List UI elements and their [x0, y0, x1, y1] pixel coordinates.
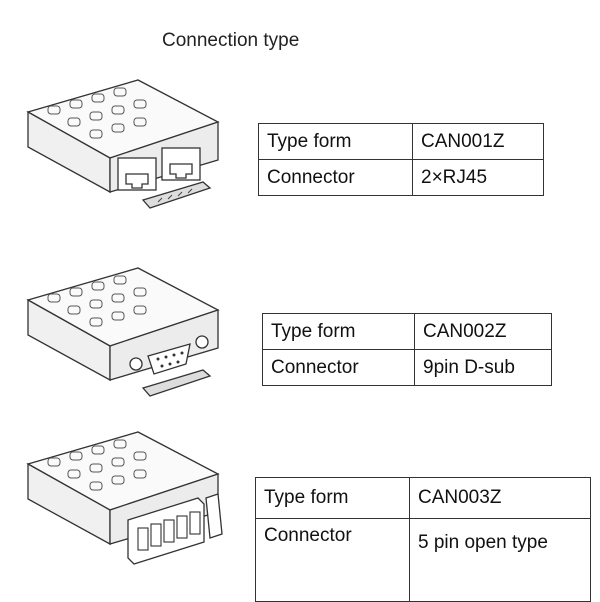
- type-form-label: Type form: [255, 477, 410, 519]
- type-form-label: Type form: [258, 123, 413, 160]
- spec-table: Type form CAN002Z Connector 9pin D-sub: [262, 313, 552, 386]
- connector-label: Connector: [262, 349, 415, 386]
- table-row: Connector 9pin D-sub: [262, 349, 552, 386]
- page-title: Connection type: [162, 30, 300, 51]
- connector-label: Connector: [258, 159, 413, 196]
- table-row: Type form CAN002Z: [262, 313, 552, 350]
- connector-value: 9pin D-sub: [414, 349, 552, 386]
- table-row: Connector 2×RJ45: [258, 159, 544, 196]
- terminal-module-icon: [18, 424, 228, 574]
- dsub-module-icon: [18, 260, 228, 410]
- connector-value: 2×RJ45: [412, 159, 544, 196]
- table-row: Type form CAN003Z: [255, 477, 591, 519]
- connector-value: 5 pin open type: [418, 532, 548, 553]
- type-form-value: CAN003Z: [409, 477, 591, 519]
- rj45-module-icon: [18, 72, 228, 222]
- spec-table: Type form CAN001Z Connector 2×RJ45: [258, 123, 544, 196]
- type-form-value: CAN002Z: [414, 313, 552, 350]
- connector-label: Connector: [255, 518, 410, 602]
- connector-value-cell: 5 pin open type: [409, 518, 591, 602]
- table-row: Connector 5 pin open type: [255, 518, 591, 602]
- spec-table: Type form CAN003Z Connector 5 pin open t…: [255, 477, 591, 602]
- type-form-label: Type form: [262, 313, 415, 350]
- type-form-value: CAN001Z: [412, 123, 544, 160]
- table-row: Type form CAN001Z: [258, 123, 544, 160]
